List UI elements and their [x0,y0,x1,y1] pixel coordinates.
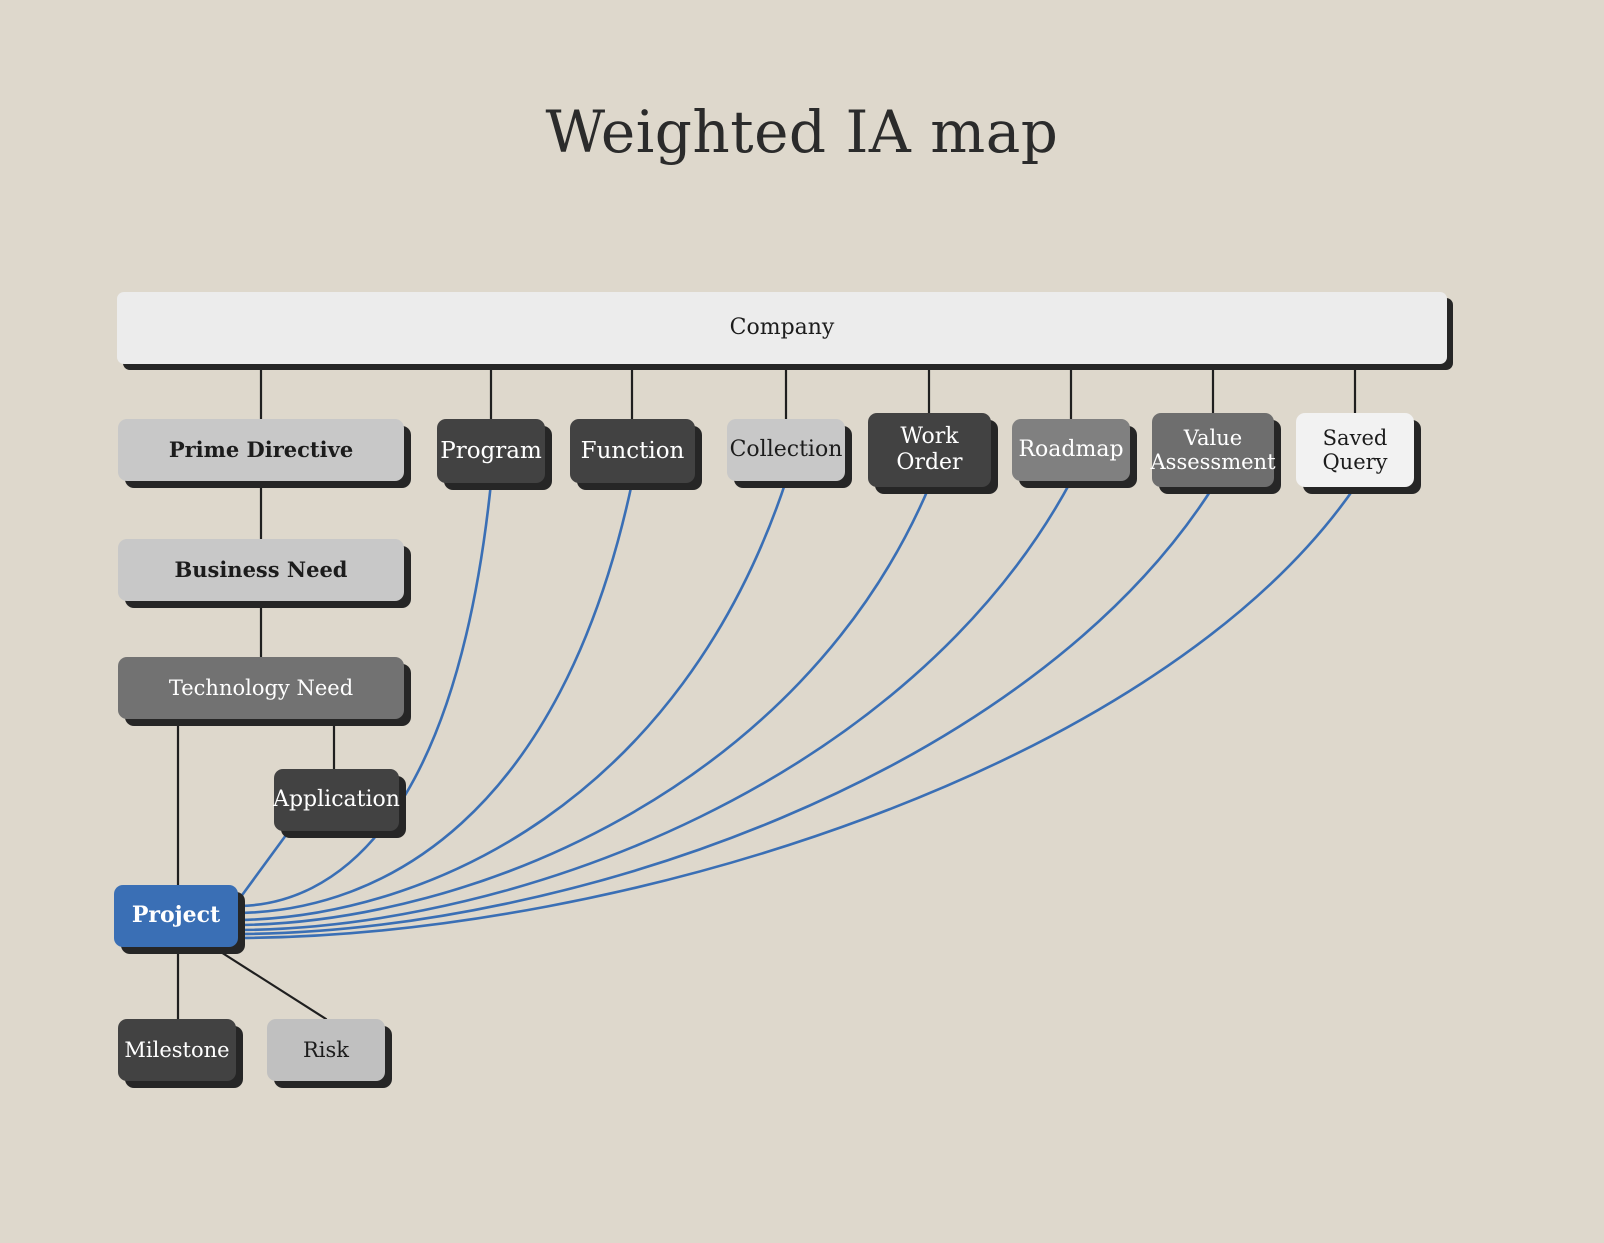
node-label-company: Company [729,315,835,341]
node-label-business-need: Business Need [174,556,348,582]
node-label-saved-query: Saved Query [1322,425,1388,474]
page-title: Weighted IA map [545,98,1059,166]
node-label-value-assessment: Value Assessment [1150,425,1276,474]
node-risk[interactable]: Risk [267,1019,385,1081]
node-label-prime-directive: Prime Directive [168,436,354,462]
node-label-technology-need: Technology Need [168,675,354,700]
node-label-function: Function [580,437,685,464]
project-to-risk-edge [211,945,328,1021]
node-function[interactable]: Function [570,419,695,483]
node-business-need[interactable]: Business Need [118,539,404,601]
node-program[interactable]: Program [437,419,545,483]
node-label-collection: Collection [729,437,843,463]
project-to-saved-query-edge [238,485,1357,940]
node-label-milestone: Milestone [124,1037,230,1062]
node-value-assessment[interactable]: Value Assessment [1150,413,1276,487]
node-company[interactable]: Company [117,292,1447,364]
node-saved-query[interactable]: Saved Query [1296,413,1414,487]
node-technology-need[interactable]: Technology Need [118,657,404,719]
node-label-program: Program [440,437,542,464]
node-work-order[interactable]: Work Order [868,413,991,487]
node-label-work-order: Work Order [896,424,963,475]
project-to-application-edge [238,829,291,900]
node-label-roadmap: Roadmap [1018,437,1124,463]
node-label-project: Project [131,902,221,929]
node-roadmap[interactable]: Roadmap [1012,419,1130,481]
node-collection[interactable]: Collection [727,419,845,481]
node-project[interactable]: Project [114,885,238,947]
node-label-risk: Risk [302,1037,350,1062]
node-milestone[interactable]: Milestone [118,1019,236,1081]
node-prime-directive[interactable]: Prime Directive [118,419,404,481]
node-application[interactable]: Application [273,769,400,831]
node-label-application: Application [273,787,400,813]
weighted-edge-group [238,479,1357,940]
